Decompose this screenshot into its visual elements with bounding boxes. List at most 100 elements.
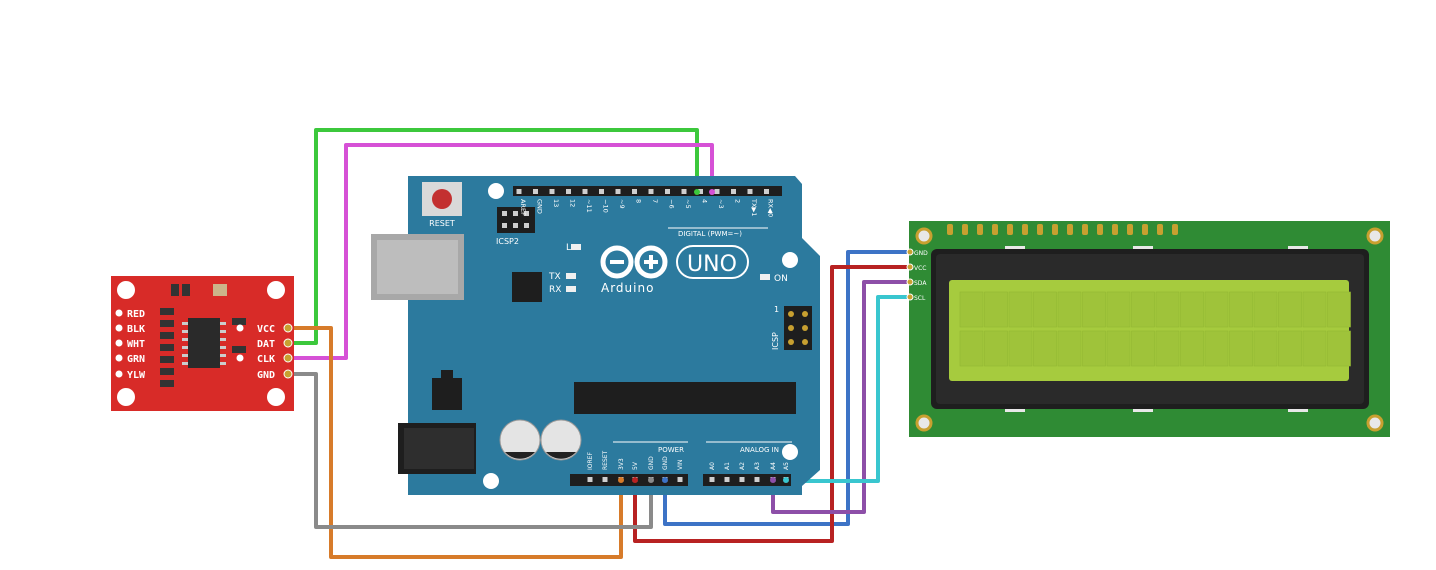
voltage-regulator xyxy=(432,378,462,410)
lcd-top-pad xyxy=(947,224,953,235)
lcd-char-cell xyxy=(1008,291,1033,328)
lcd-char-cell xyxy=(1106,291,1131,328)
lcd-i2c-pins xyxy=(906,248,914,301)
digital-pin-label: ~9 xyxy=(618,199,626,209)
analog-pin-label: A5 xyxy=(783,462,790,470)
digital-pin-hole xyxy=(731,189,736,194)
hx711-left-labels: RED BLK WHT GRN YLW xyxy=(127,309,146,381)
lcd-label-vcc: VCC xyxy=(914,265,926,272)
analog-pin-hole xyxy=(754,477,760,482)
digital-pin-hole xyxy=(599,189,604,194)
lcd-char-cell xyxy=(1082,330,1106,367)
reset-label: RESET xyxy=(429,219,455,228)
lcd-top-pad xyxy=(1037,224,1043,235)
wire-lcd-gnd xyxy=(663,250,910,526)
analog-pin-hole xyxy=(709,477,715,482)
arduino-brand-text: Arduino xyxy=(601,281,654,295)
lcd-top-pad xyxy=(1082,224,1088,235)
lcd-label-scl: SCL xyxy=(914,295,926,302)
lcd-top-pad xyxy=(1022,224,1028,235)
lcd-top-pad xyxy=(1067,224,1073,235)
power-header xyxy=(570,474,688,486)
wire-lcd-scl xyxy=(786,295,910,483)
digital-pin-label: ~6 xyxy=(668,199,676,209)
lcd-char-cell xyxy=(959,291,984,328)
led-on-icon xyxy=(760,274,770,280)
reset-button-cap[interactable] xyxy=(432,189,452,209)
arduino-mount-holes xyxy=(483,183,798,489)
lcd-bezel-mark xyxy=(1133,246,1153,249)
lcd-char-cell xyxy=(1204,291,1229,328)
wire-lcd-vcc xyxy=(633,265,910,543)
digital-label: DIGITAL (PWM=~) xyxy=(678,230,742,238)
lcd-char-cell xyxy=(984,291,1008,328)
lcd-pin-labels: GND VCC SDA SCL xyxy=(914,250,928,302)
hx711-label-ylw: YLW xyxy=(127,370,146,381)
digital-pin-hole xyxy=(714,189,720,194)
digital-pin-hole xyxy=(632,189,637,194)
icsp2-header xyxy=(497,207,535,233)
power-pin-label: GND xyxy=(662,456,669,470)
lcd-bezel-mark xyxy=(1288,246,1308,249)
hx711-mount-hole xyxy=(267,281,285,299)
logo-plus-icon xyxy=(649,255,653,269)
lcd-char-cell xyxy=(1253,330,1278,367)
digital-pin-hole xyxy=(615,189,621,194)
digital-pin-hole xyxy=(681,189,687,194)
power-pin-label: 5V xyxy=(632,461,639,470)
lcd-char-cell xyxy=(959,330,984,367)
hx711-mount-hole xyxy=(267,388,285,406)
digital-pin-label: 2 xyxy=(734,199,742,203)
hx711-label-wht: WHT xyxy=(127,339,145,350)
led-l-icon xyxy=(571,244,581,250)
digital-pin-hole xyxy=(516,189,522,194)
icsp2-label: ICSP2 xyxy=(496,237,519,246)
lcd-char-cell xyxy=(1229,330,1253,367)
lcd-label-gnd: GND xyxy=(914,250,928,257)
lcd-top-pads xyxy=(947,224,1308,412)
power-pin-label: IOREF xyxy=(587,452,594,470)
lcd-mount-holes xyxy=(915,227,1384,432)
lcd-char-cell xyxy=(1302,291,1327,328)
lcd-module: GND VCC SDA SCL xyxy=(906,221,1390,437)
lcd-char-cell xyxy=(1082,291,1106,328)
hx711-mount-hole xyxy=(117,388,135,406)
hx711-label-clk: CLK xyxy=(257,354,275,365)
uno-logo-text: UNO xyxy=(687,252,737,277)
lcd-label-sda: SDA xyxy=(914,280,927,287)
lcd-char-cell xyxy=(1033,330,1057,367)
arduino-infinity-logo xyxy=(600,245,668,279)
lcd-char-cell xyxy=(1131,330,1155,367)
power-pin-hole xyxy=(602,477,608,482)
digital-pin-holes xyxy=(516,189,769,194)
lcd-char-cell xyxy=(1155,291,1180,328)
capacitor-icon xyxy=(499,419,541,461)
power-label: POWER xyxy=(658,446,684,454)
lcd-char-cell xyxy=(1131,291,1155,328)
hx711-header-pins xyxy=(283,323,293,379)
hx711-label-gnd: GND xyxy=(257,370,275,381)
usb-chip xyxy=(512,272,542,302)
lcd-char-cell xyxy=(1057,291,1082,328)
analog-pin-label: A3 xyxy=(754,462,761,470)
power-pin-label: VIN xyxy=(677,460,684,470)
lcd-char-cell xyxy=(1106,330,1131,367)
hx711-component xyxy=(213,284,227,296)
lcd-top-pad xyxy=(1097,224,1103,235)
led-tx-icon xyxy=(566,273,576,279)
wire-lcd-sda xyxy=(771,280,910,514)
hx711-right-labels: VCC DAT CLK GND xyxy=(257,324,275,381)
hx711-mount-hole xyxy=(117,281,135,299)
lcd-char-cell xyxy=(1204,330,1229,367)
hx711-right-pads xyxy=(236,324,244,362)
icsp-one-label: 1 xyxy=(774,305,779,314)
lcd-char-cell xyxy=(1327,330,1351,367)
lcd-char-cell xyxy=(1278,291,1302,328)
dc-power-jack-body xyxy=(404,428,474,469)
lcd-char-cell xyxy=(1033,291,1057,328)
power-pin-label: GND xyxy=(648,456,655,470)
wire-hx711-vcc xyxy=(288,326,623,559)
